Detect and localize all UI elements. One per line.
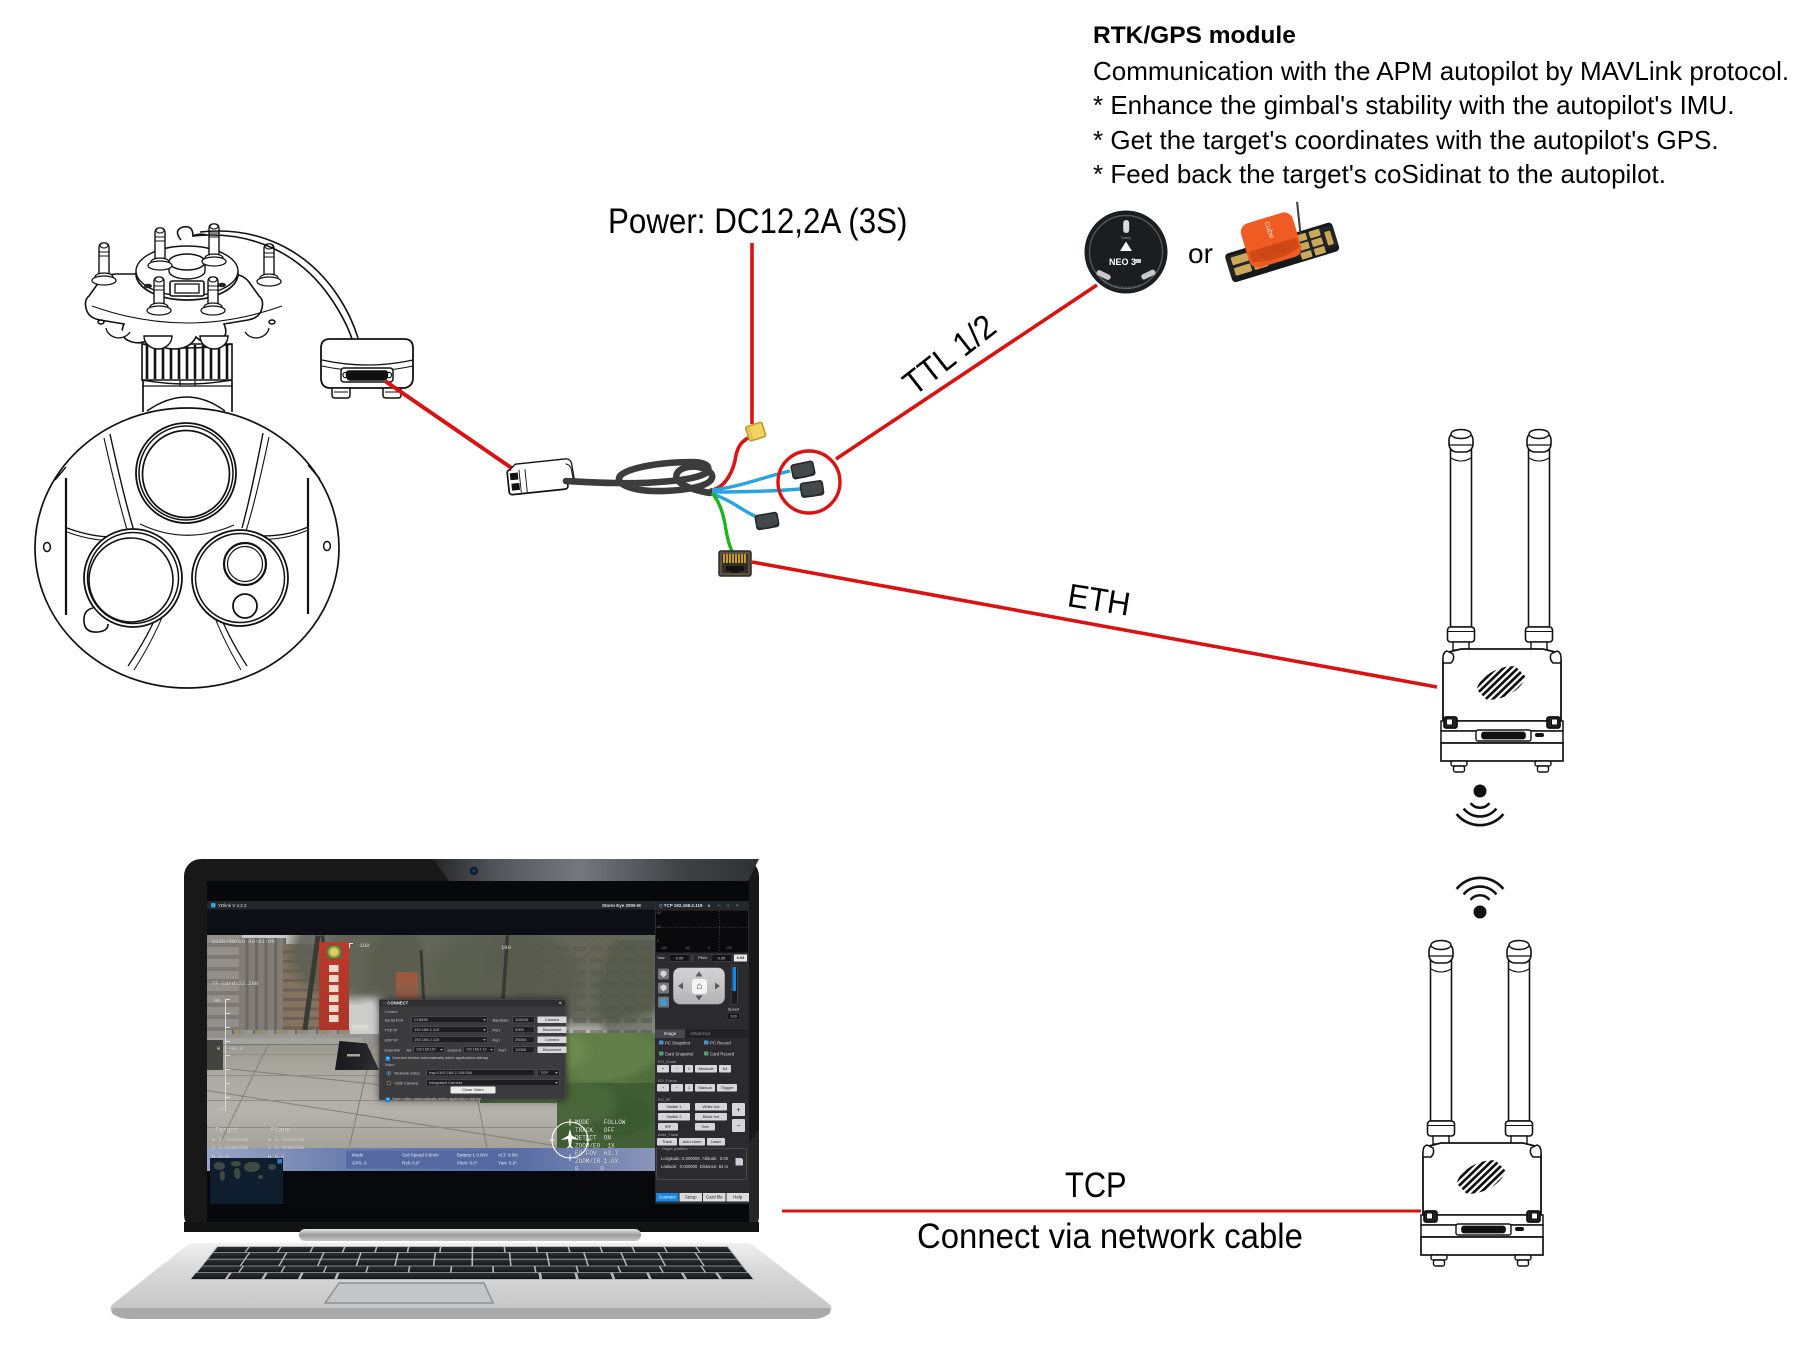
svg-text:Safety: Safety [1121,236,1131,240]
svg-text:NEO 3: NEO 3 [1109,257,1136,267]
